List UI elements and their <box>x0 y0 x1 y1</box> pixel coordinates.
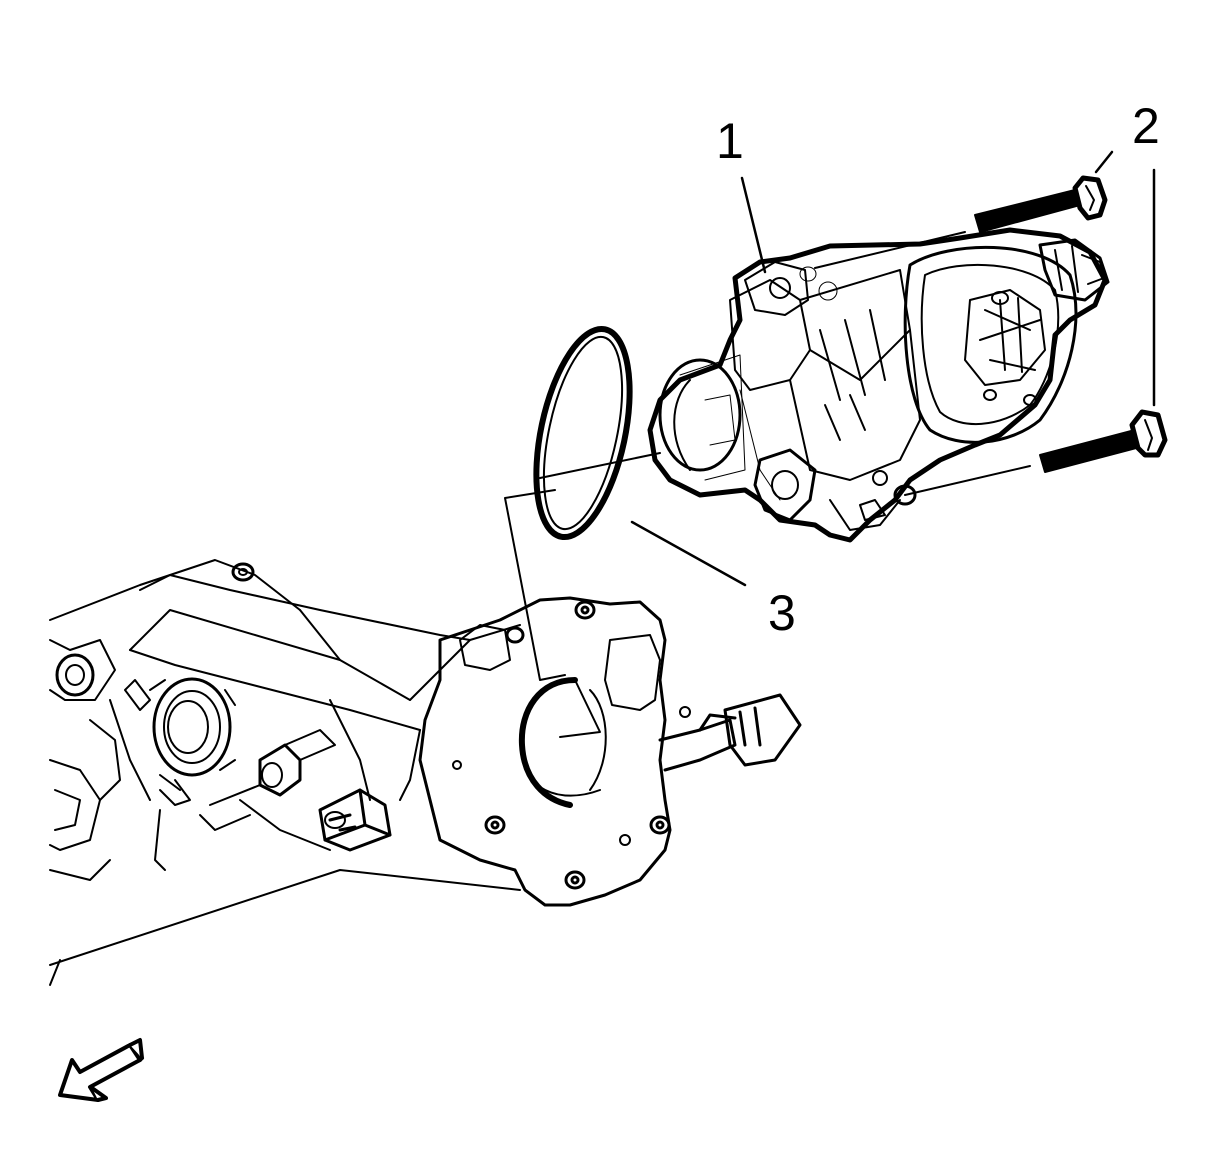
sensor-block <box>318 788 392 852</box>
direction-arrow-icon <box>58 1038 144 1102</box>
mounting-flange <box>418 596 691 907</box>
bolt-upper <box>974 175 1108 233</box>
egr-valve <box>647 227 1110 543</box>
callout-2-bolts: 2 <box>1132 98 1160 154</box>
callout-1-egr-valve: 1 <box>716 113 744 169</box>
coolant-pipe <box>658 693 802 772</box>
o-ring-seal <box>533 325 633 541</box>
engine-housing <box>49 559 521 986</box>
assembly-lines <box>504 231 1031 738</box>
callout-3-o-ring: 3 <box>768 585 796 641</box>
bolt-lower <box>1039 409 1168 473</box>
leader-lines <box>630 150 1156 587</box>
